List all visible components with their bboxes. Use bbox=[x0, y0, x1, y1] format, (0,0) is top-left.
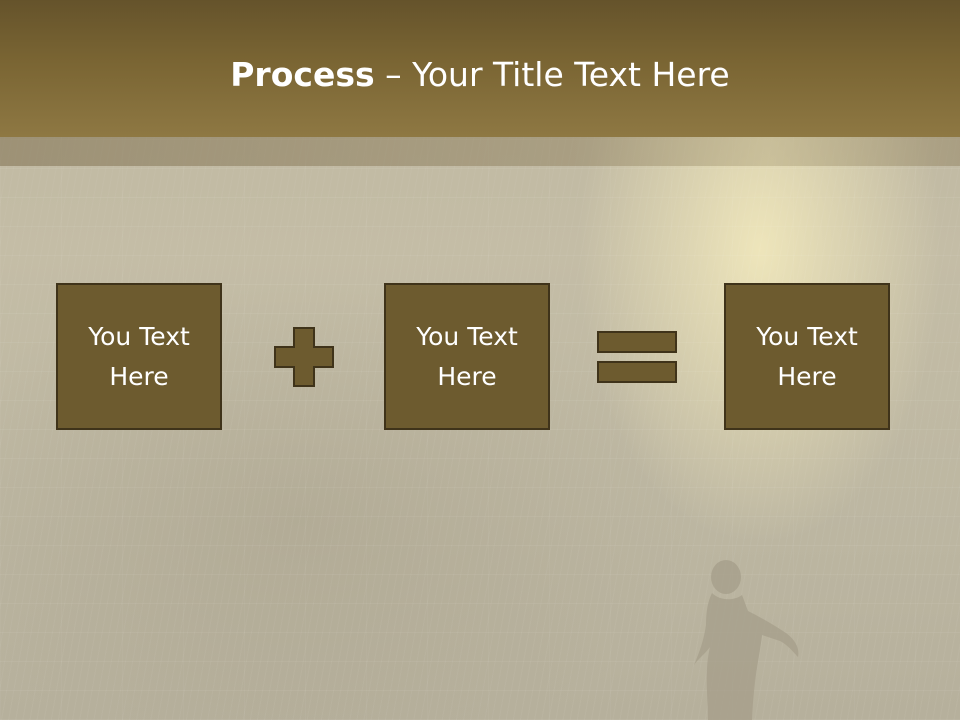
slide-title: Process – Your Title Text Here bbox=[0, 50, 960, 100]
process-box-3: You Text Here bbox=[724, 283, 890, 430]
process-box-2-text: You Text Here bbox=[416, 321, 518, 391]
header-strip bbox=[0, 137, 960, 166]
equals-icon bbox=[597, 331, 677, 383]
process-box-1: You Text Here bbox=[56, 283, 222, 430]
process-box-2: You Text Here bbox=[384, 283, 550, 430]
process-box-1-text: You Text Here bbox=[88, 321, 190, 391]
process-box-3-text: You Text Here bbox=[756, 321, 858, 391]
plus-icon bbox=[274, 327, 334, 387]
header-bar bbox=[0, 0, 960, 137]
runner-silhouette bbox=[694, 560, 799, 720]
title-rest: – Your Title Text Here bbox=[374, 55, 730, 94]
title-bold: Process bbox=[230, 55, 375, 94]
